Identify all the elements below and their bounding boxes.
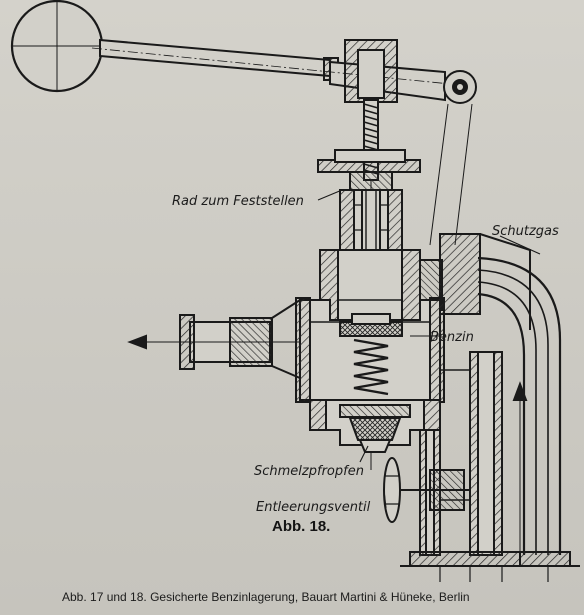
drain-valve <box>383 457 470 523</box>
ball-handle <box>10 0 104 93</box>
protective-gas-flange <box>419 233 531 330</box>
label-fusible-plug: Schmelzpfropfen <box>254 464 364 479</box>
leader-lines <box>317 189 541 509</box>
lever-arm <box>91 38 471 102</box>
gland-nut <box>339 189 403 330</box>
label-locking-wheel: Rad zum Feststellen <box>172 194 304 209</box>
lever-pivot <box>429 70 477 246</box>
valve-spring <box>353 338 389 396</box>
protective-gas-pipe <box>477 256 562 555</box>
fusible-plug <box>348 417 402 470</box>
label-drain-valve: Entleerungsventil <box>256 500 371 515</box>
valve-seat <box>339 313 403 337</box>
figure-caption: Abb. 17 und 18. Gesicherte Benzinlagerun… <box>62 590 470 604</box>
label-protective-gas: Schutzgas <box>492 224 559 239</box>
base-flanges <box>400 551 580 582</box>
locking-wheel <box>317 149 421 191</box>
valve-body-upper <box>319 249 421 321</box>
spindle-cap <box>344 39 398 103</box>
label-fuel: Benzin <box>430 330 474 345</box>
figure-number: Abb. 18. <box>272 518 331 535</box>
riser-pipe <box>469 351 528 556</box>
